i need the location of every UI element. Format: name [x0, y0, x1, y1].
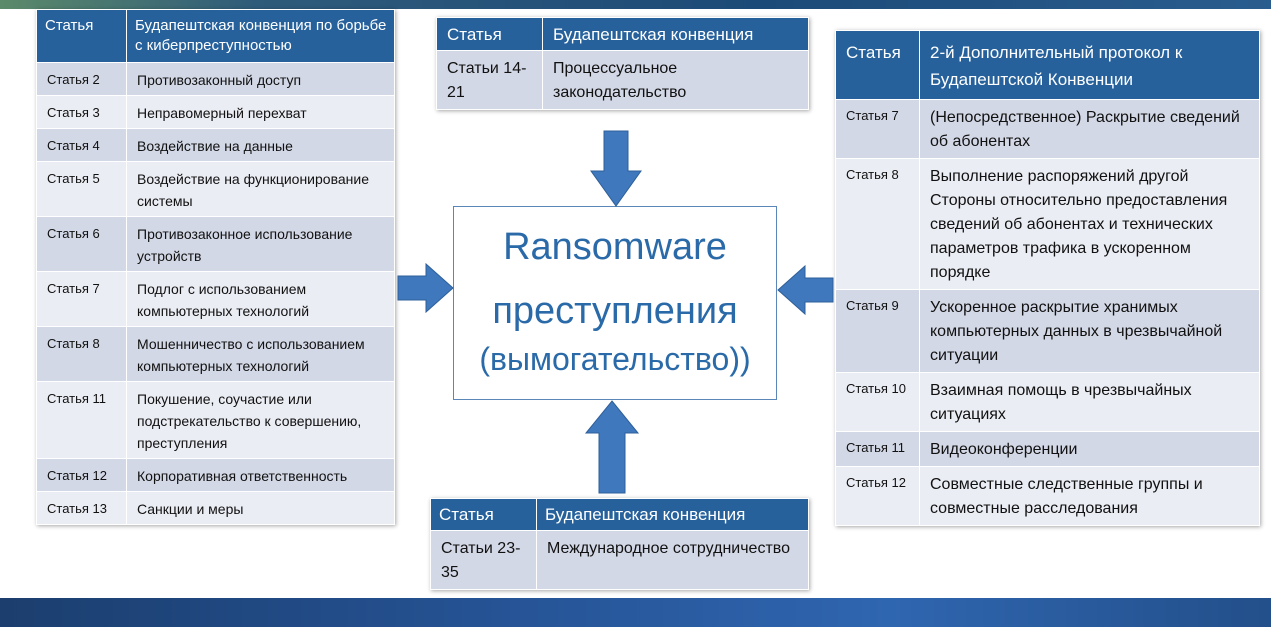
bottom-decor-band [0, 598, 1271, 627]
budapest-convention-table: Статья Будапештская конвенция по борьбе … [36, 9, 395, 525]
header-article: Статья [835, 30, 920, 100]
article-title: Неправомерный перехват [126, 95, 395, 129]
table-row: Статья 6 Противозаконное использование у… [36, 216, 395, 272]
article-title: Взаимная помощь в чрезвычайных ситуациях [919, 372, 1260, 432]
table-row: Статья 13 Санкции и меры [36, 491, 395, 525]
article-title: Видеоконференции [919, 431, 1260, 467]
procedural-law-table: Статья Будапештская конвенция Статьи 14-… [436, 17, 809, 110]
article-title: Мошенничество с использованием компьютер… [126, 326, 395, 382]
table-row: Статья 5 Воздействие на функционирование… [36, 161, 395, 217]
article-number: Статья 8 [36, 326, 127, 382]
article-title: Санкции и меры [126, 491, 395, 525]
arrow-right-icon [397, 262, 454, 314]
table-header-row: Статья 2-й Дополнительный протокол к Буд… [835, 30, 1260, 100]
article-title: (Непосредственное) Раскрытие сведений об… [919, 99, 1260, 159]
table-row: Статья 12 Корпоративная ответственность [36, 458, 395, 492]
table-row: Статья 9 Ускоренное раскрытие хранимых к… [835, 289, 1260, 373]
article-title: Противозаконное использование устройств [126, 216, 395, 272]
article-number: Статья 8 [835, 158, 920, 290]
arrow-up-icon [584, 400, 640, 494]
header-title: Будапештская конвенция [542, 17, 809, 51]
header-title: 2-й Дополнительный протокол к Будапештск… [919, 30, 1260, 100]
article-number: Статья 9 [835, 289, 920, 373]
table-header-row: Статья Будапештская конвенция [436, 17, 809, 51]
article-title: Воздействие на функционирование системы [126, 161, 395, 217]
table-row: Статьи 14-21 Процессуальное законодатель… [436, 50, 809, 110]
header-title: Будапештская конвенция [536, 498, 809, 531]
table-row: Статья 8 Мошенничество с использованием … [36, 326, 395, 382]
table-header-row: Статья Будапештская конвенция [430, 498, 809, 531]
table-row: Статья 7 (Непосредственное) Раскрытие св… [835, 99, 1260, 159]
article-title: Покушение, соучастие или подстрекательст… [126, 381, 395, 459]
table-row: Статьи 23-35 Международное сотрудничеств… [430, 530, 809, 590]
article-title: Совместные следственные группы и совмест… [919, 466, 1260, 526]
article-number: Статьи 14-21 [436, 50, 543, 110]
second-protocol-table: Статья 2-й Дополнительный протокол к Буд… [835, 30, 1260, 526]
article-number: Статьи 23-35 [430, 530, 537, 590]
article-title: Противозаконный доступ [126, 62, 395, 96]
table-row: Статья 2 Противозаконный доступ [36, 62, 395, 96]
article-title: Процессуальное законодательство [542, 50, 809, 110]
article-number: Статья 11 [835, 431, 920, 467]
header-article: Статья [436, 17, 543, 51]
article-title: Ускоренное раскрытие хранимых компьютерн… [919, 289, 1260, 373]
article-number: Статья 7 [835, 99, 920, 159]
article-number: Статья 4 [36, 128, 127, 162]
arrow-down-icon [590, 130, 642, 207]
article-title: Международное сотрудничество [536, 530, 809, 590]
article-number: Статья 12 [835, 466, 920, 526]
table-row: Статья 8 Выполнение распоряжений другой … [835, 158, 1260, 290]
header-article: Статья [36, 9, 127, 63]
ransomware-center-box: Ransomware преступления (вымогательство)… [453, 206, 777, 400]
table-row: Статья 7 Подлог с использованием компьют… [36, 271, 395, 327]
table-row: Статья 11 Видеоконференции [835, 431, 1260, 467]
article-number: Статья 12 [36, 458, 127, 492]
article-number: Статья 6 [36, 216, 127, 272]
article-number: Статья 7 [36, 271, 127, 327]
table-row: Статья 12 Совместные следственные группы… [835, 466, 1260, 526]
article-title: Воздействие на данные [126, 128, 395, 162]
article-title: Корпоративная ответственность [126, 458, 395, 492]
table-header-row: Статья Будапештская конвенция по борьбе … [36, 9, 395, 63]
table-row: Статья 3 Неправомерный перехват [36, 95, 395, 129]
article-number: Статья 3 [36, 95, 127, 129]
article-number: Статья 2 [36, 62, 127, 96]
article-number: Статья 13 [36, 491, 127, 525]
table-row: Статья 10 Взаимная помощь в чрезвычайных… [835, 372, 1260, 432]
article-title: Подлог с использованием компьютерных тех… [126, 271, 395, 327]
article-number: Статья 10 [835, 372, 920, 432]
table-row: Статья 11 Покушение, соучастие или подст… [36, 381, 395, 459]
center-title-line3: (вымогательство)) [479, 341, 751, 377]
header-title: Будапештская конвенция по борьбе с кибер… [126, 9, 395, 63]
article-number: Статья 5 [36, 161, 127, 217]
article-title: Выполнение распоряжений другой Стороны о… [919, 158, 1260, 290]
top-decor-band [0, 0, 1271, 9]
international-cooperation-table: Статья Будапештская конвенция Статьи 23-… [430, 498, 809, 590]
header-article: Статья [430, 498, 537, 531]
center-title-line2: преступления [492, 290, 738, 332]
article-number: Статья 11 [36, 381, 127, 459]
table-row: Статья 4 Воздействие на данные [36, 128, 395, 162]
arrow-left-icon [777, 264, 834, 316]
center-title-line1: Ransomware [503, 226, 727, 268]
